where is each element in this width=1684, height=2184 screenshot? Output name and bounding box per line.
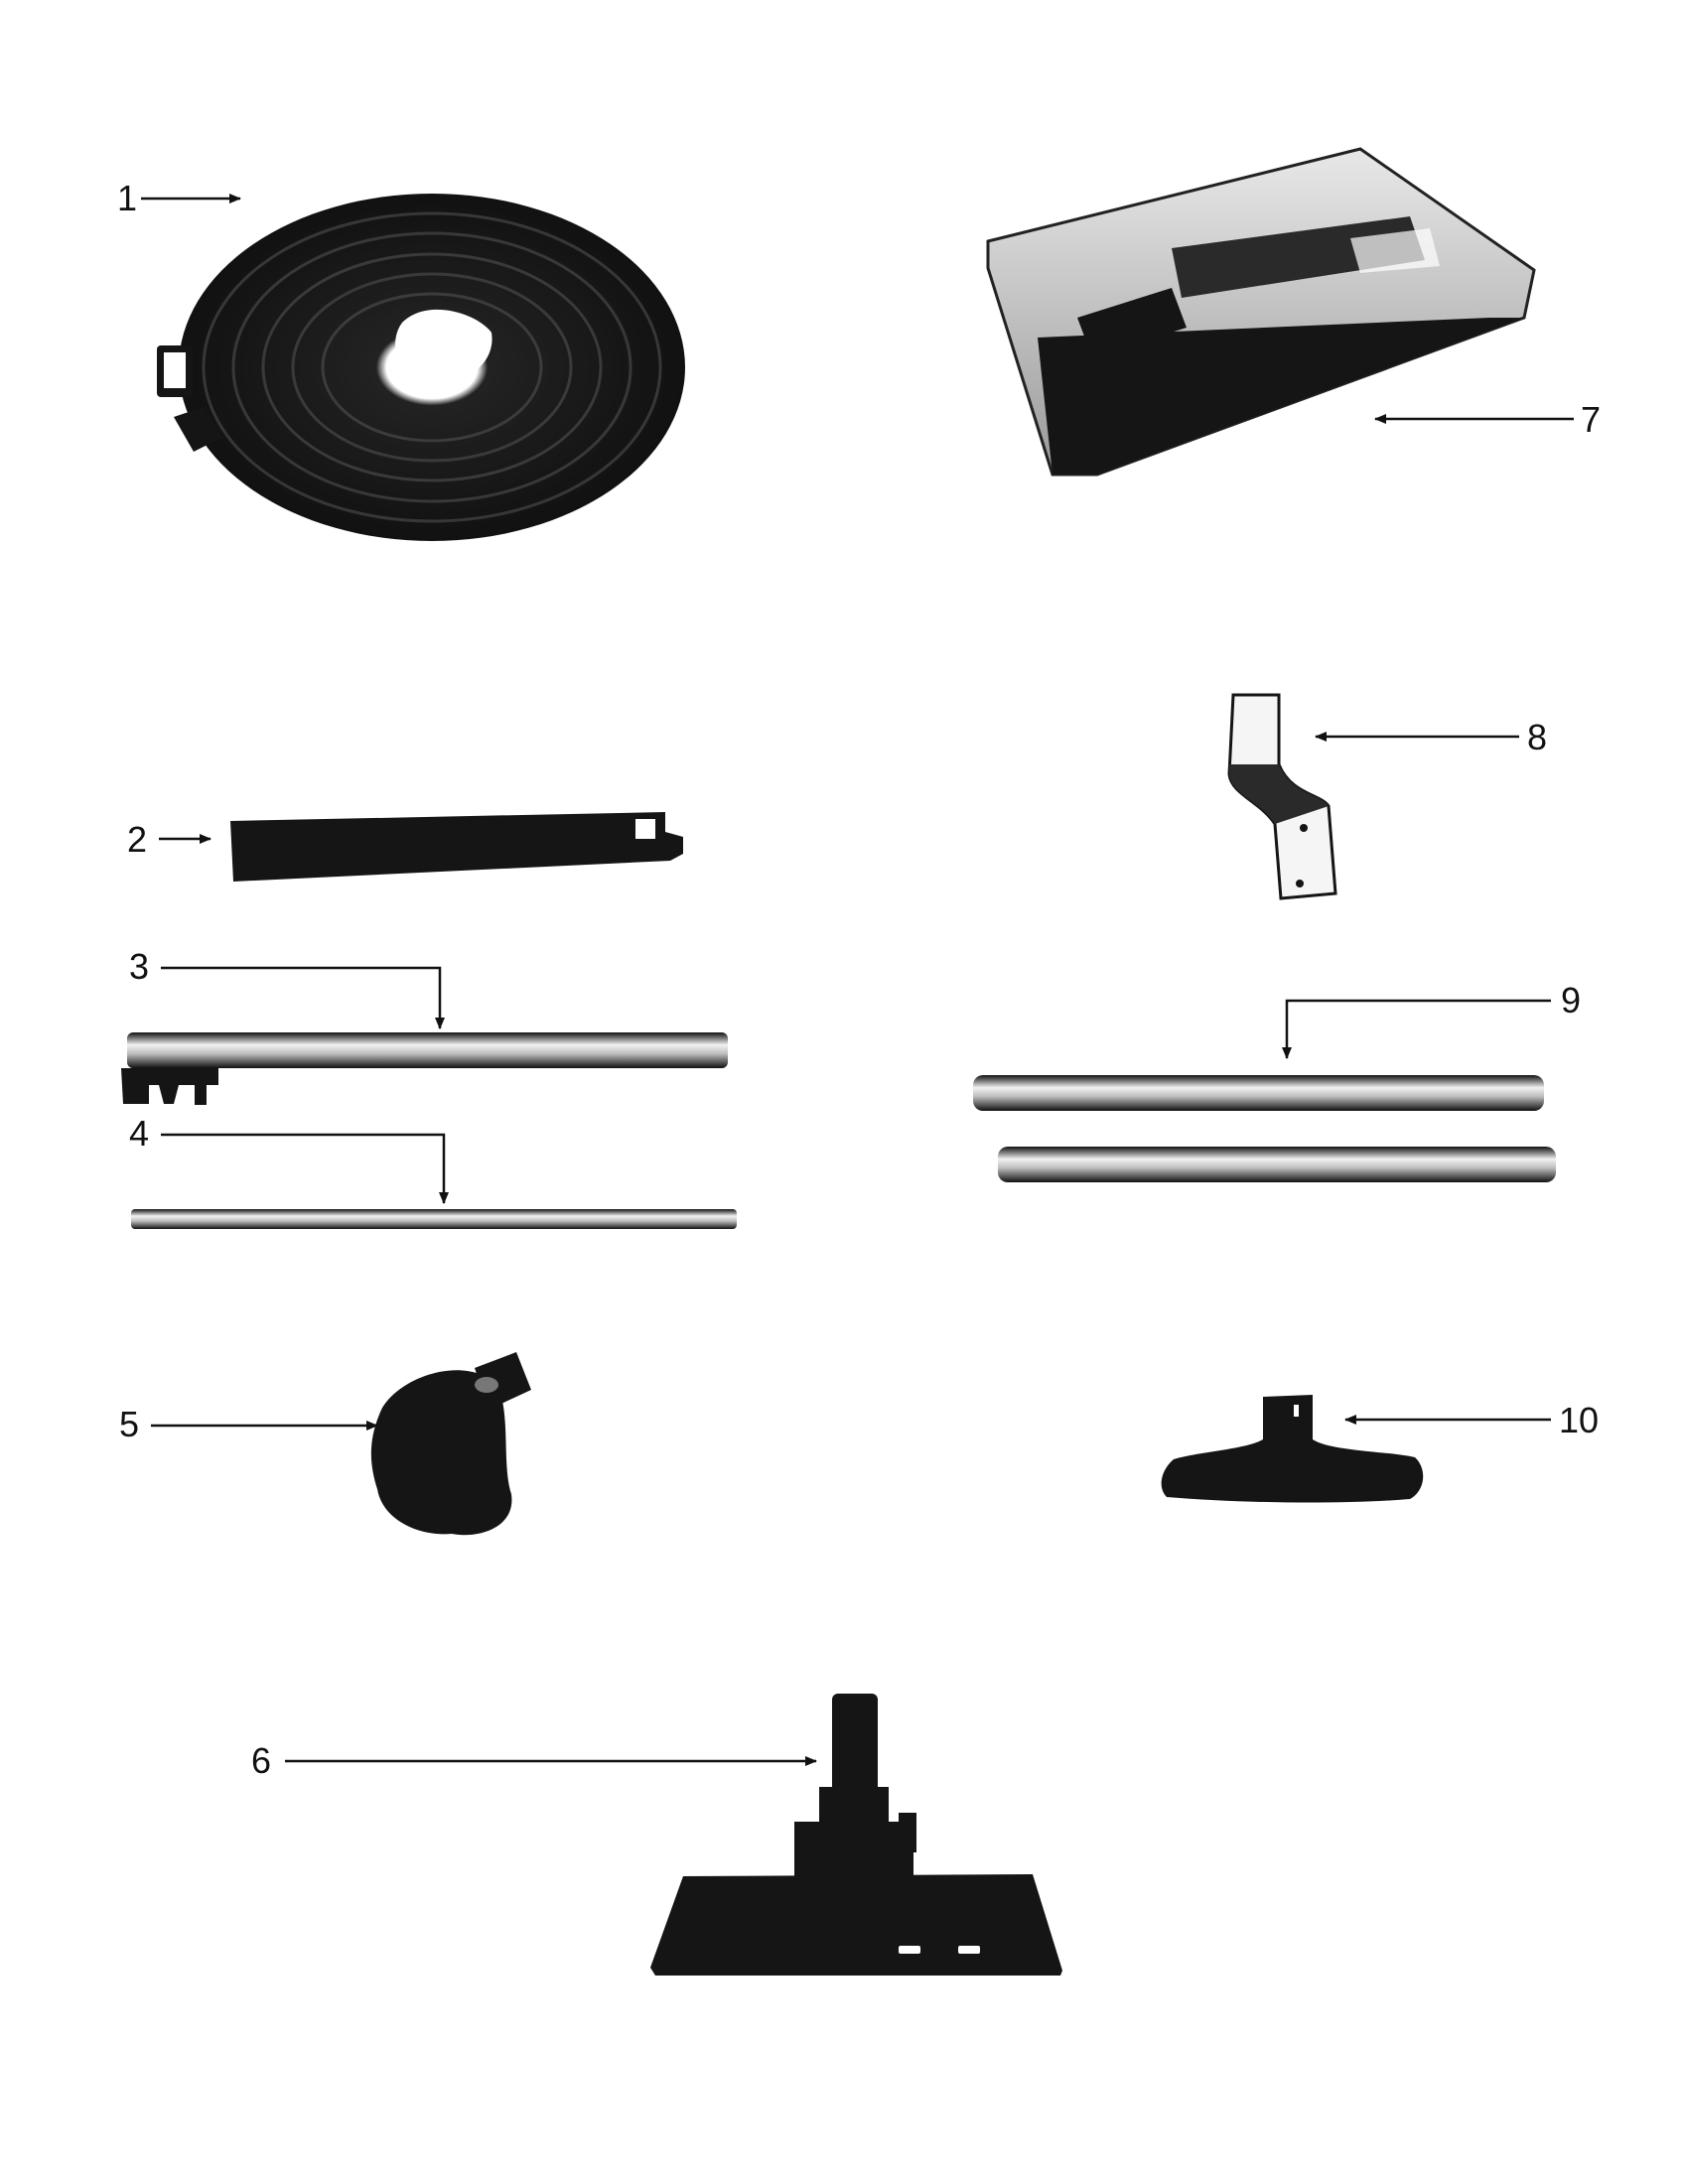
callout-5-label: 5: [119, 1404, 139, 1444]
callout-9-leader: [1282, 999, 1551, 1059]
callout-7: 7: [1374, 399, 1601, 440]
callout-3-leader: [161, 966, 445, 1029]
part-1-hose: [157, 194, 685, 541]
callout-1: 1: [117, 178, 241, 218]
callout-3-label: 3: [129, 946, 149, 987]
callout-1-label: 1: [117, 178, 137, 218]
callout-2: 2: [127, 819, 211, 860]
callout-6: 6: [251, 1740, 817, 1781]
part-2-crevice-tool: [230, 812, 683, 882]
callout-5: 5: [119, 1404, 378, 1444]
callout-7-label: 7: [1581, 399, 1601, 440]
callout-10-label: 10: [1559, 1400, 1599, 1440]
callout-9-label: 9: [1561, 980, 1581, 1021]
part-6-floor-nozzle: [650, 1694, 1062, 1976]
callout-4-label: 4: [129, 1113, 149, 1154]
callout-8-label: 8: [1527, 717, 1547, 757]
callout-4: 4: [129, 1113, 449, 1204]
part-9-wands: [973, 1075, 1556, 1182]
callout-4-leader: [161, 1133, 449, 1204]
part-8-bracket: [1227, 693, 1337, 900]
part-10-upholstery-tool: [1161, 1395, 1424, 1503]
part-4-wand: [131, 1209, 737, 1229]
part-7-tray: [986, 147, 1536, 477]
callout-2-label: 2: [127, 819, 147, 860]
callout-3: 3: [129, 946, 445, 1029]
callout-9: 9: [1282, 980, 1581, 1059]
part-3-wand: [121, 1032, 728, 1105]
callout-6-label: 6: [251, 1740, 271, 1781]
callout-10: 10: [1344, 1400, 1599, 1440]
callout-8: 8: [1315, 717, 1547, 757]
part-5-dusting-brush: [370, 1352, 531, 1536]
